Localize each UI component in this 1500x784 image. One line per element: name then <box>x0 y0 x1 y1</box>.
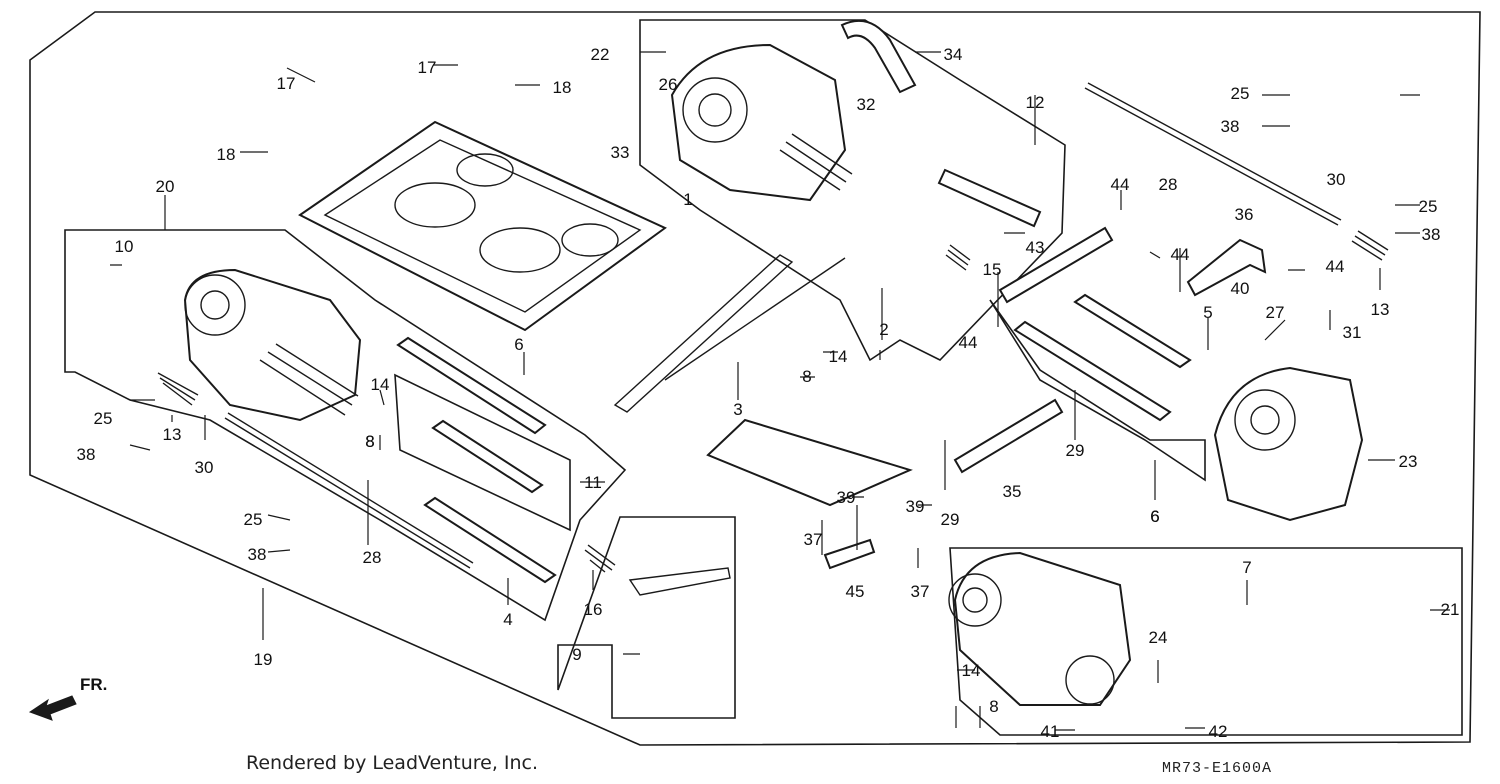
part-callout-38: 38 <box>1422 225 1441 244</box>
part-callout-40: 40 <box>1231 279 1250 298</box>
throttle-shafts <box>224 82 1342 569</box>
part-callout-44: 44 <box>1111 175 1130 194</box>
part-callout-25: 25 <box>94 409 113 428</box>
frame-group-20 <box>64 229 627 622</box>
part-callout-39: 39 <box>906 497 925 516</box>
part-callout-2: 2 <box>879 320 888 339</box>
part-callout-23: 23 <box>1399 452 1418 471</box>
part-callout-42: 42 <box>1209 722 1228 741</box>
part-callout-28: 28 <box>1159 175 1178 194</box>
part-callout-37: 37 <box>804 530 823 549</box>
joint-pipes <box>396 168 1192 584</box>
part-callout-44: 44 <box>1171 245 1190 264</box>
part-callout-1: 1 <box>683 190 692 209</box>
part-callout-31: 31 <box>1343 323 1362 342</box>
part-callout-8: 8 <box>989 697 998 716</box>
part-callout-15: 15 <box>983 260 1002 279</box>
part-callout-25: 25 <box>1231 84 1250 103</box>
part-callout-38: 38 <box>77 445 96 464</box>
carburetor-top <box>670 43 853 202</box>
part-callout-38: 38 <box>1221 117 1240 136</box>
part-callout-13: 13 <box>163 425 182 444</box>
credit-text: Rendered by LeadVenture, Inc. <box>246 752 539 774</box>
part-callout-24: 24 <box>1149 628 1168 647</box>
frame-group-22 <box>639 19 1066 362</box>
carburetor-left <box>183 268 362 422</box>
part-callout-5: 5 <box>1203 303 1212 322</box>
frame-group-11 <box>394 373 571 532</box>
front-direction-arrow-icon <box>28 695 77 721</box>
frame-group-6-right <box>989 299 1206 482</box>
part-callout-18: 18 <box>553 78 572 97</box>
part-callout-29: 29 <box>1066 441 1085 460</box>
part-callout-4: 4 <box>503 610 512 629</box>
part-callout-29: 29 <box>941 510 960 529</box>
part-callout-45: 45 <box>846 582 865 601</box>
part-callout-37: 37 <box>911 582 930 601</box>
part-callout-22: 22 <box>591 45 610 64</box>
part-callout-44: 44 <box>959 333 978 352</box>
part-callout-35: 35 <box>1003 482 1022 501</box>
front-direction-label: FR. <box>80 675 107 694</box>
part-callout-44: 44 <box>1326 257 1345 276</box>
part-callout-6: 6 <box>514 335 523 354</box>
part-callout-21: 21 <box>1441 600 1460 619</box>
callout-layer: 1234566678888910111213131414141516171718… <box>77 45 1460 741</box>
part-callout-33: 33 <box>611 143 630 162</box>
assembly-boundary <box>29 11 1481 746</box>
part-callout-38: 38 <box>248 545 267 564</box>
frame-group-9 <box>557 516 736 719</box>
part-callout-36: 36 <box>1235 205 1254 224</box>
part-callout-30: 30 <box>1327 170 1346 189</box>
part-callout-25: 25 <box>244 510 263 529</box>
part-callout-7: 7 <box>1242 558 1251 577</box>
part-callout-25: 25 <box>1419 197 1438 216</box>
part-callout-30: 30 <box>195 458 214 477</box>
fuel-hoses <box>823 20 1267 570</box>
part-callout-8: 8 <box>802 367 811 386</box>
part-callout-17: 17 <box>418 58 437 77</box>
intake-chamber <box>298 120 667 332</box>
part-callout-6: 6 <box>1150 507 1159 526</box>
part-callout-12: 12 <box>1026 93 1045 112</box>
part-callout-41: 41 <box>1041 722 1060 741</box>
part-callout-13: 13 <box>1371 300 1390 319</box>
linkage-plates <box>613 254 913 596</box>
part-callout-8: 8 <box>365 432 374 451</box>
part-callout-27: 27 <box>1266 303 1285 322</box>
part-callout-9: 9 <box>572 645 581 664</box>
carburetor-bottom <box>948 551 1132 706</box>
part-callout-14: 14 <box>371 375 390 394</box>
part-callout-19: 19 <box>254 650 273 669</box>
part-callout-32: 32 <box>857 95 876 114</box>
part-callout-17: 17 <box>277 74 296 93</box>
part-callout-14: 14 <box>962 661 981 680</box>
part-callout-8: 8 <box>365 432 374 451</box>
part-callout-28: 28 <box>363 548 382 567</box>
part-callout-43: 43 <box>1026 238 1045 257</box>
part-callout-16: 16 <box>584 600 603 619</box>
part-callout-26: 26 <box>659 75 678 94</box>
springs <box>157 230 1389 573</box>
part-callout-11: 11 <box>584 473 602 492</box>
part-callout-6: 6 <box>1150 507 1159 526</box>
part-callout-3: 3 <box>733 400 742 419</box>
part-callout-34: 34 <box>944 45 963 64</box>
part-callout-10: 10 <box>115 237 134 256</box>
part-callout-20: 20 <box>156 177 175 196</box>
part-callout-39: 39 <box>837 488 856 507</box>
part-callout-18: 18 <box>217 145 236 164</box>
carburetor-right <box>1213 366 1364 522</box>
frame-group-21 <box>949 547 1463 736</box>
leader-lines <box>110 51 1450 731</box>
part-callout-14: 14 <box>829 347 848 366</box>
diagram-code: MR73-E1600A <box>1162 760 1273 777</box>
